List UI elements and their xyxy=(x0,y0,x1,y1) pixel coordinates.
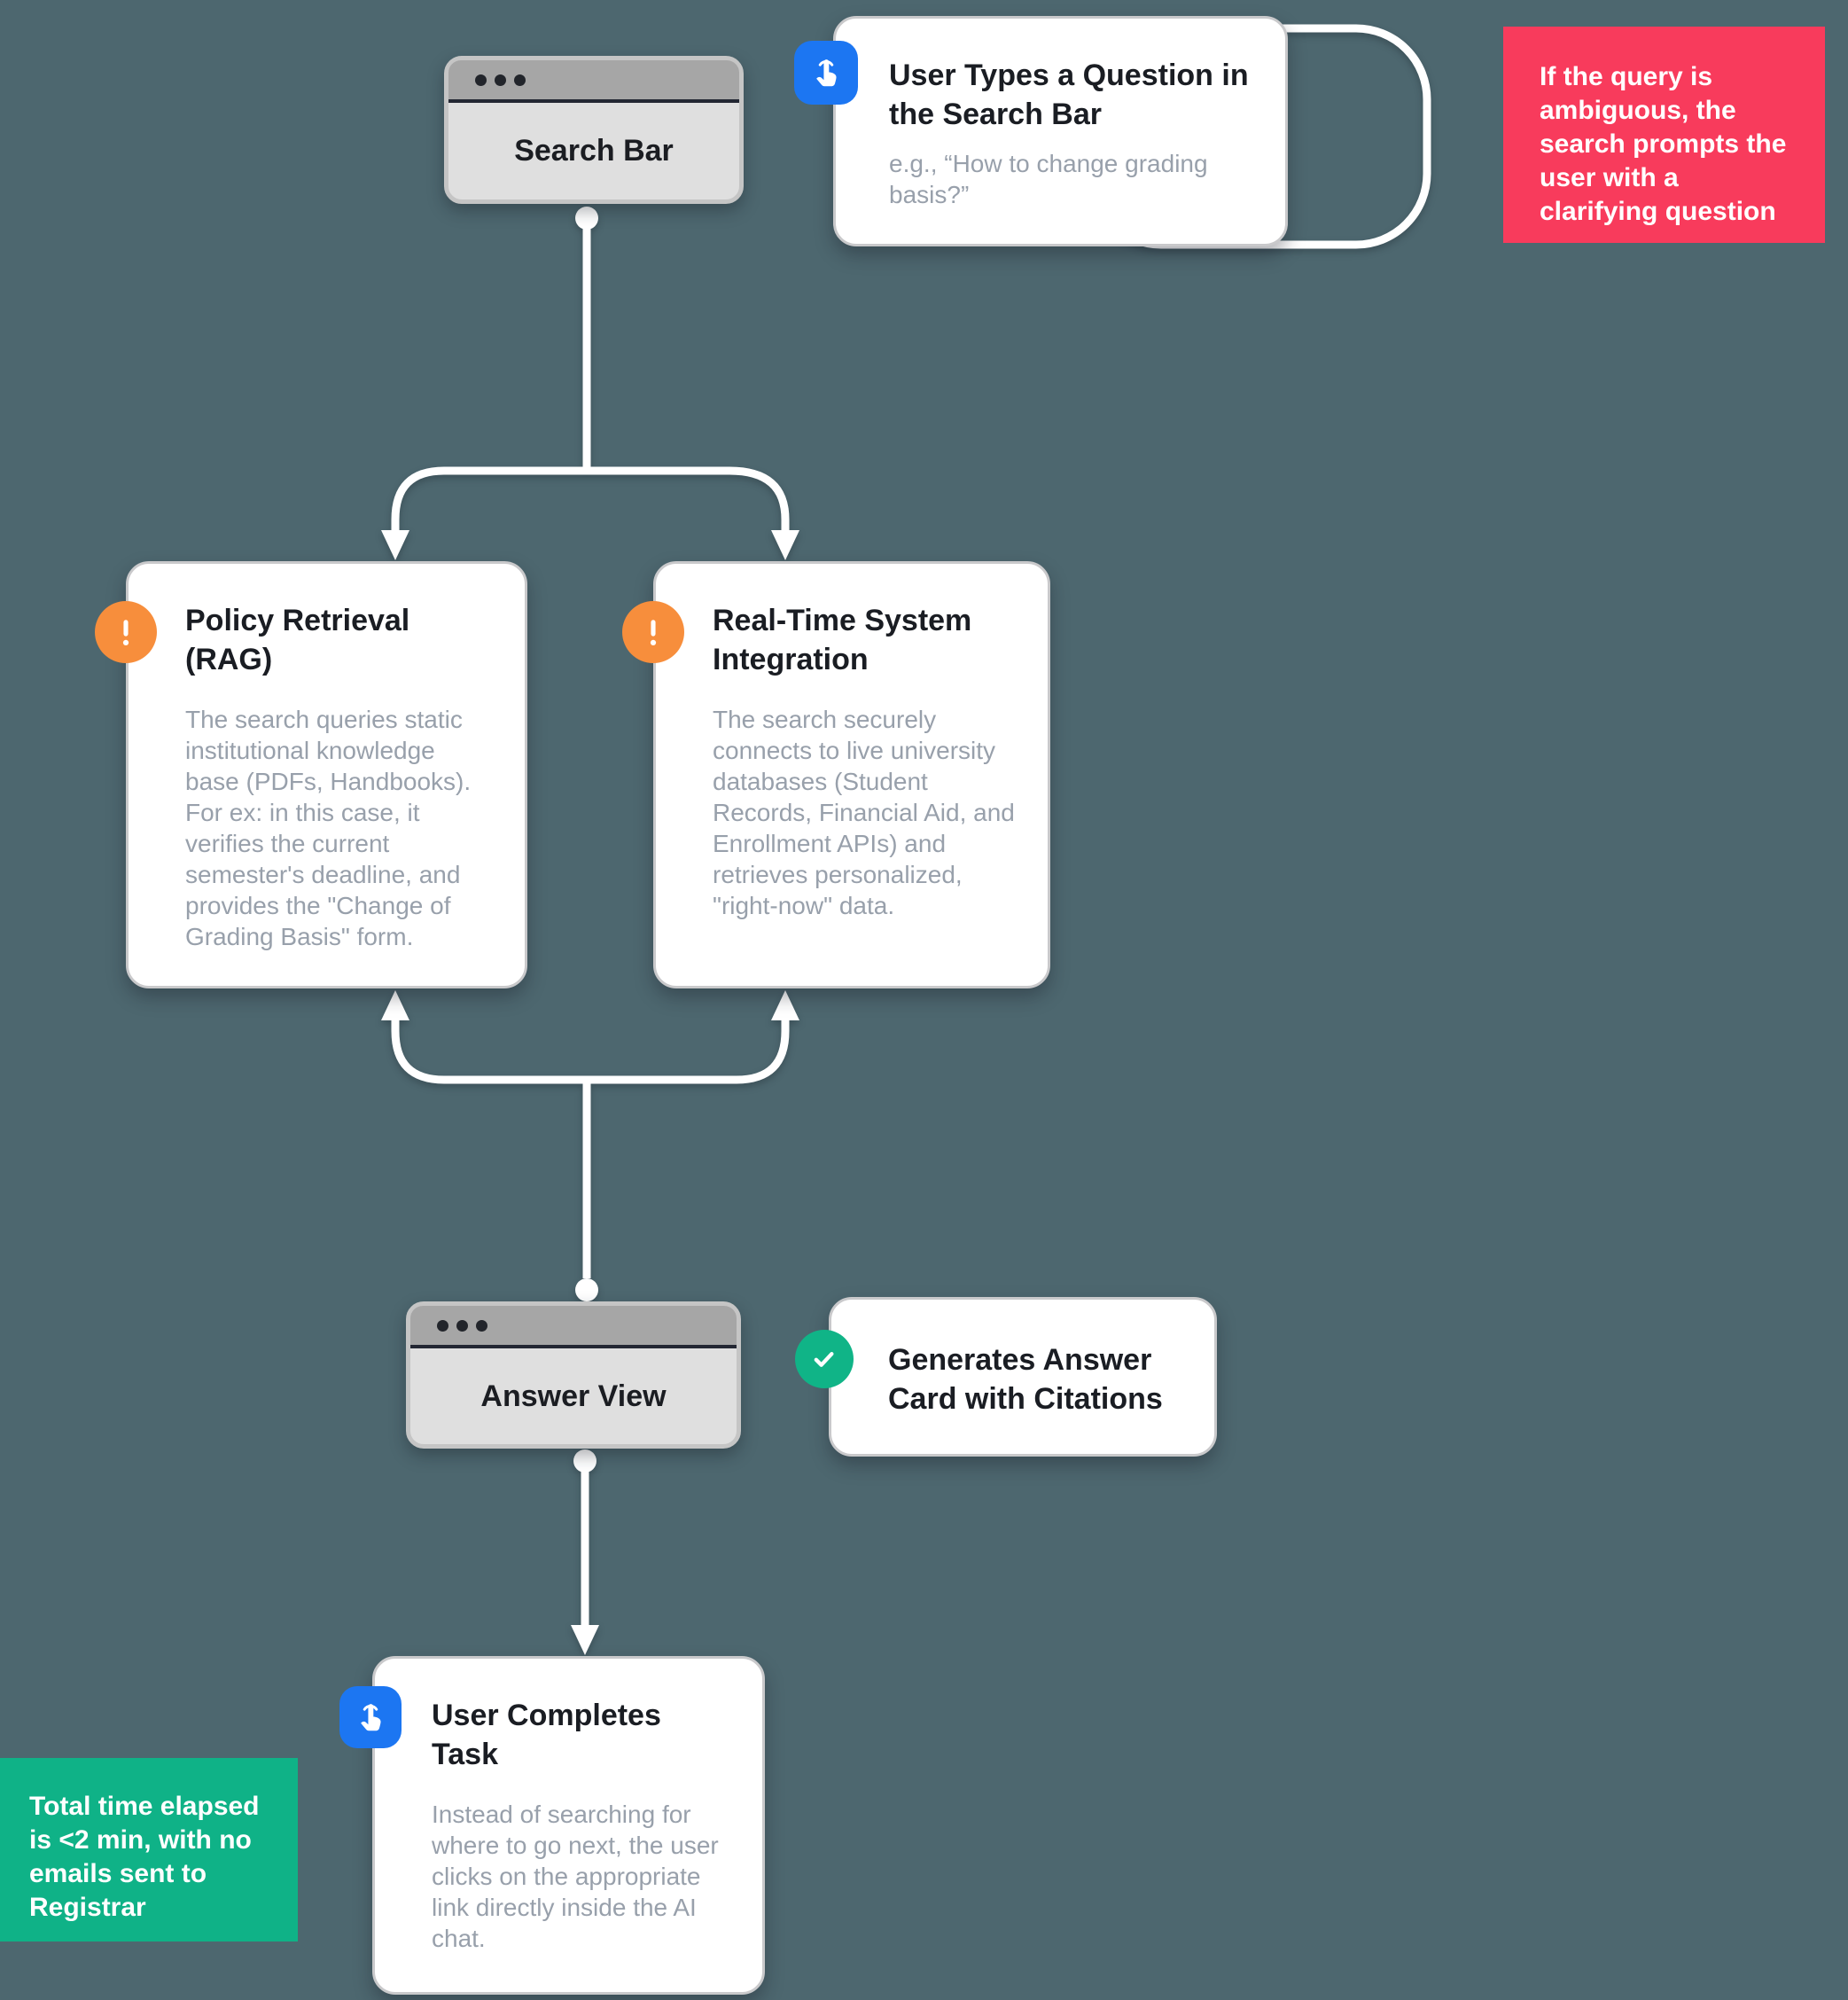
window-dot xyxy=(437,1319,448,1332)
window-dot xyxy=(456,1319,468,1332)
exclamation-icon xyxy=(95,601,157,663)
policy-retrieval-card: Policy Retrieval (RAG) The search querie… xyxy=(126,561,527,988)
checkmark-icon xyxy=(795,1330,854,1388)
connector-dot xyxy=(575,1278,598,1301)
search-bar-label: Search Bar xyxy=(514,134,674,168)
user-types-card: User Types a Question in the Search Bar … xyxy=(833,16,1288,246)
clarify-note: If the query is ambiguous, the search pr… xyxy=(1503,27,1825,243)
answer-view-window: Answer View xyxy=(406,1301,741,1449)
search-bar-window: Search Bar xyxy=(444,56,744,204)
window-titlebar xyxy=(448,60,739,103)
card-title: Policy Retrieval (RAG) xyxy=(185,604,410,676)
window-titlebar xyxy=(410,1306,737,1348)
generates-answer-card: Generates Answer Card with Citations xyxy=(829,1297,1217,1457)
window-dot xyxy=(514,74,526,86)
branch-arrows xyxy=(391,466,790,540)
card-title: User Completes Task xyxy=(432,1699,661,1771)
connector-dot xyxy=(573,1449,597,1473)
realtime-integration-card: Real-Time System Integration The search … xyxy=(653,561,1050,988)
user-completes-card: User Completes Task Instead of searching… xyxy=(372,1656,765,1995)
card-body: Instead of searching for where to go nex… xyxy=(432,1801,719,1952)
card-body: The search securely connects to live uni… xyxy=(713,706,1015,919)
answer-view-label: Answer View xyxy=(480,1379,667,1413)
card-title: Real-Time System Integration xyxy=(713,604,972,676)
window-dot xyxy=(495,74,506,86)
exclamation-icon xyxy=(622,601,684,663)
tap-icon xyxy=(794,41,858,105)
card-subtitle: e.g., “How to change grading basis?” xyxy=(889,150,1208,208)
window-dot xyxy=(475,74,487,86)
card-title: User Types a Question in the Search Bar xyxy=(889,59,1249,131)
card-body: The search queries static institutional … xyxy=(185,706,472,950)
total-time-note: Total time elapsed is <2 min, with no em… xyxy=(0,1758,298,1941)
tap-icon xyxy=(339,1686,402,1748)
window-dot xyxy=(476,1319,487,1332)
card-title: Generates Answer Card with Citations xyxy=(888,1343,1163,1416)
merge-arrows xyxy=(391,1012,790,1084)
